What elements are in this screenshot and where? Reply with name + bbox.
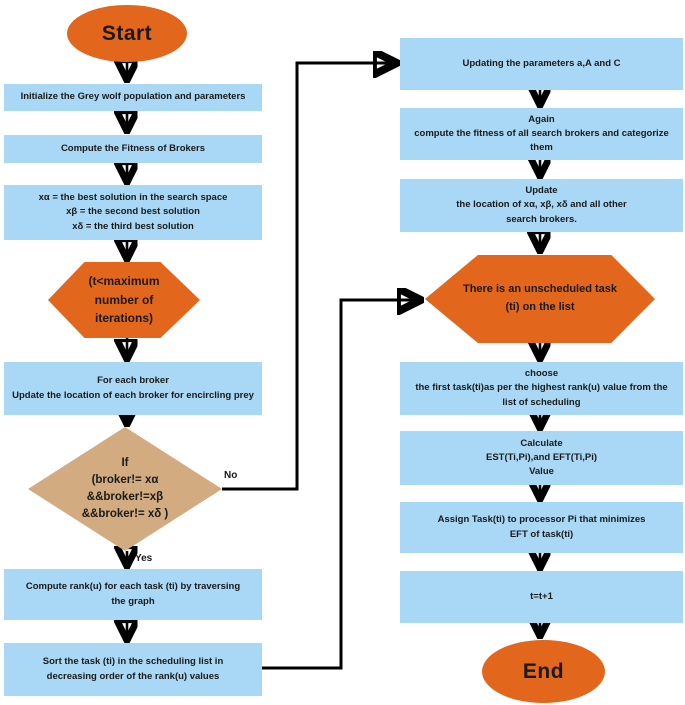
- update-location-box: Update the location of xα, xβ, xδ and al…: [400, 179, 683, 232]
- update-parameters-box: Updating the parameters a,A and C: [400, 38, 683, 90]
- compute-fitness-box: Compute the Fitness of Brokers: [4, 135, 262, 163]
- iteration-check-decision: (t<maximum number of iterations): [48, 262, 200, 338]
- unscheduled-task-decision: There is an unscheduled task (ti) on the…: [425, 255, 655, 343]
- assign-task-box: Assign Task(ti) to processor Pi that min…: [400, 502, 683, 553]
- end-terminator: End: [482, 640, 605, 703]
- compute-rank-box: Compute rank(u) for each task (ti) by tr…: [4, 569, 262, 620]
- increment-t-box: t=t+1: [400, 571, 683, 623]
- no-edge-label: No: [224, 470, 238, 481]
- calculate-est-eft-box: Calculate EST(Ti,Pi),and EFT(Ti,Pi) Valu…: [400, 431, 683, 485]
- init-population-box: Initialize the Grey wolf population and …: [4, 84, 262, 111]
- sort-tasks-box: Sort the task (ti) in the scheduling lis…: [4, 643, 262, 696]
- best-solutions-box: xα = the best solution in the search spa…: [4, 185, 262, 240]
- yes-edge-label: Yes: [135, 553, 153, 564]
- recompute-fitness-box: Again compute the fitness of all search …: [400, 108, 683, 160]
- broker-check-decision: If (broker!= xα &&broker!=xβ &&broker!= …: [28, 427, 222, 551]
- choose-task-box: choose the first task(ti)as per the high…: [400, 362, 683, 415]
- start-terminator: Start: [67, 5, 187, 62]
- for-each-broker-box: For each broker Update the location of e…: [4, 362, 262, 415]
